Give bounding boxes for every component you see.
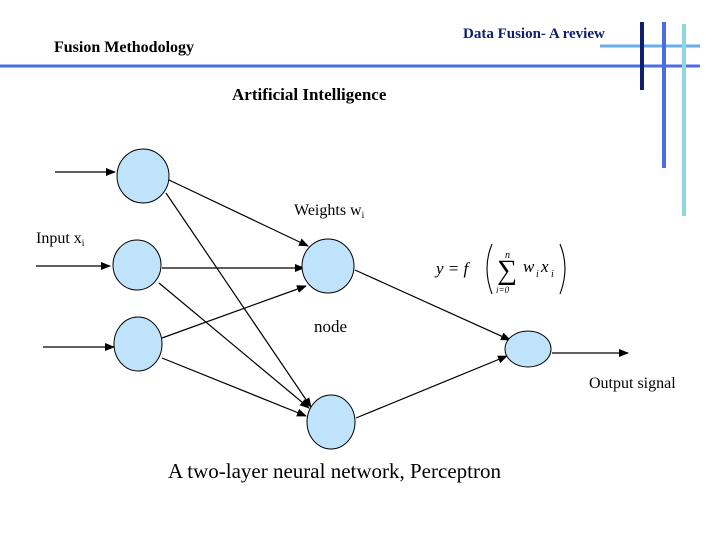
input-node-1 bbox=[116, 148, 170, 204]
hidden-node-1 bbox=[301, 238, 355, 294]
edge-in1-h1 bbox=[168, 179, 309, 247]
diagram-caption: A two-layer neural network, Perceptron bbox=[168, 459, 501, 483]
formula-lhs: y = f bbox=[434, 259, 471, 278]
input-label: Input xi bbox=[36, 231, 84, 249]
activation-formula: y = f n ∑ i=0 w i x i bbox=[434, 243, 566, 295]
formula-left-paren bbox=[486, 243, 493, 295]
formula-right-paren bbox=[559, 243, 566, 295]
formula-term-w-sub: i bbox=[536, 269, 539, 280]
weights-label-text: Weights w bbox=[294, 202, 362, 219]
formula-sum-sign: ∑ bbox=[497, 255, 517, 286]
header-subtitle: Data Fusion- A review bbox=[463, 26, 605, 42]
hidden-node-2 bbox=[306, 394, 356, 450]
edge-in3-h1 bbox=[161, 285, 307, 339]
formula-term-x: x bbox=[540, 257, 549, 276]
edge-h2-out bbox=[355, 355, 508, 419]
output-signal-label: Output signal bbox=[589, 375, 676, 392]
input-label-subscript: i bbox=[81, 238, 85, 249]
weights-label-subscript: i bbox=[361, 210, 365, 221]
node-label: node bbox=[314, 317, 348, 336]
output-node bbox=[504, 330, 552, 368]
formula-term-x-sub: i bbox=[551, 269, 554, 280]
input-node-3 bbox=[113, 316, 163, 372]
weights-label: Weights wi bbox=[294, 203, 364, 221]
edge-h1-out bbox=[354, 269, 511, 341]
formula-sum-upper: n bbox=[505, 250, 510, 261]
input-label-text: Input x bbox=[36, 230, 82, 247]
edge-in2-h2 bbox=[158, 282, 310, 409]
section-title: Artificial Intelligence bbox=[232, 85, 387, 104]
input-node-2 bbox=[112, 239, 162, 291]
formula-term-w: w bbox=[523, 257, 535, 276]
edge-in1-h2 bbox=[165, 192, 312, 408]
edge-in3-h2 bbox=[161, 357, 307, 417]
header-title: Fusion Methodology bbox=[54, 39, 195, 56]
formula-sum-lower: i=0 bbox=[496, 285, 510, 295]
